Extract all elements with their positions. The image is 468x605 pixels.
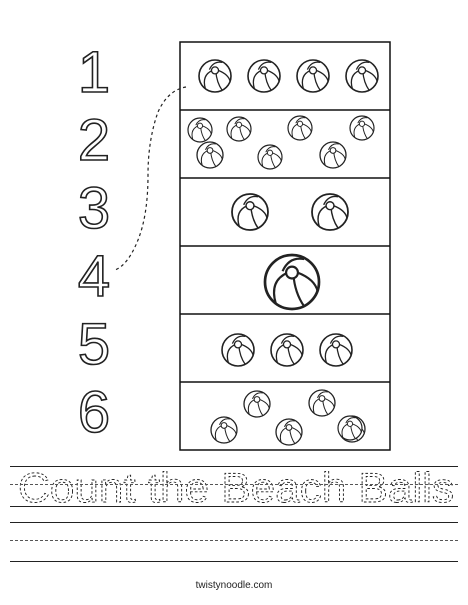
beach-ball	[187, 117, 213, 143]
beach-ball	[221, 333, 255, 367]
beach-ball	[263, 253, 321, 311]
writing-line-2-base	[10, 561, 458, 562]
row-number-2: 2	[78, 108, 110, 173]
beach-ball	[319, 141, 347, 169]
trace-title: Count the Beach Balls	[18, 464, 454, 511]
row-number-6: 6	[78, 380, 110, 445]
beach-ball	[198, 59, 232, 93]
row-number-1: 1	[78, 40, 110, 105]
beach-ball	[243, 390, 271, 418]
row-number-4: 4	[78, 244, 110, 309]
beach-ball	[210, 416, 238, 444]
example-connector-line	[114, 86, 187, 271]
writing-line-top	[10, 466, 458, 467]
row-number-3: 3	[78, 176, 110, 241]
beach-ball	[226, 116, 252, 142]
row-number-5: 5	[78, 312, 110, 377]
beach-ball	[275, 418, 303, 446]
writing-line-base	[10, 506, 458, 507]
beach-ball	[287, 115, 313, 141]
beach-ball	[247, 59, 281, 93]
writing-line-2-top	[10, 522, 458, 523]
row-dividers	[180, 109, 390, 383]
beach-ball	[231, 193, 269, 231]
beach-balls	[187, 59, 379, 446]
beach-ball	[308, 389, 336, 417]
beach-ball	[345, 59, 379, 93]
writing-line-2-mid	[10, 540, 458, 541]
footer-site: twistynoodle.com	[195, 580, 273, 591]
writing-line-mid	[10, 484, 458, 485]
beach-ball	[296, 59, 330, 93]
beach-ball	[319, 333, 353, 367]
beach-ball	[196, 141, 224, 169]
beach-ball	[349, 115, 375, 141]
beach-ball	[257, 144, 283, 170]
beach-ball	[311, 193, 349, 231]
beach-ball	[270, 333, 304, 367]
beach-ball	[337, 415, 363, 441]
